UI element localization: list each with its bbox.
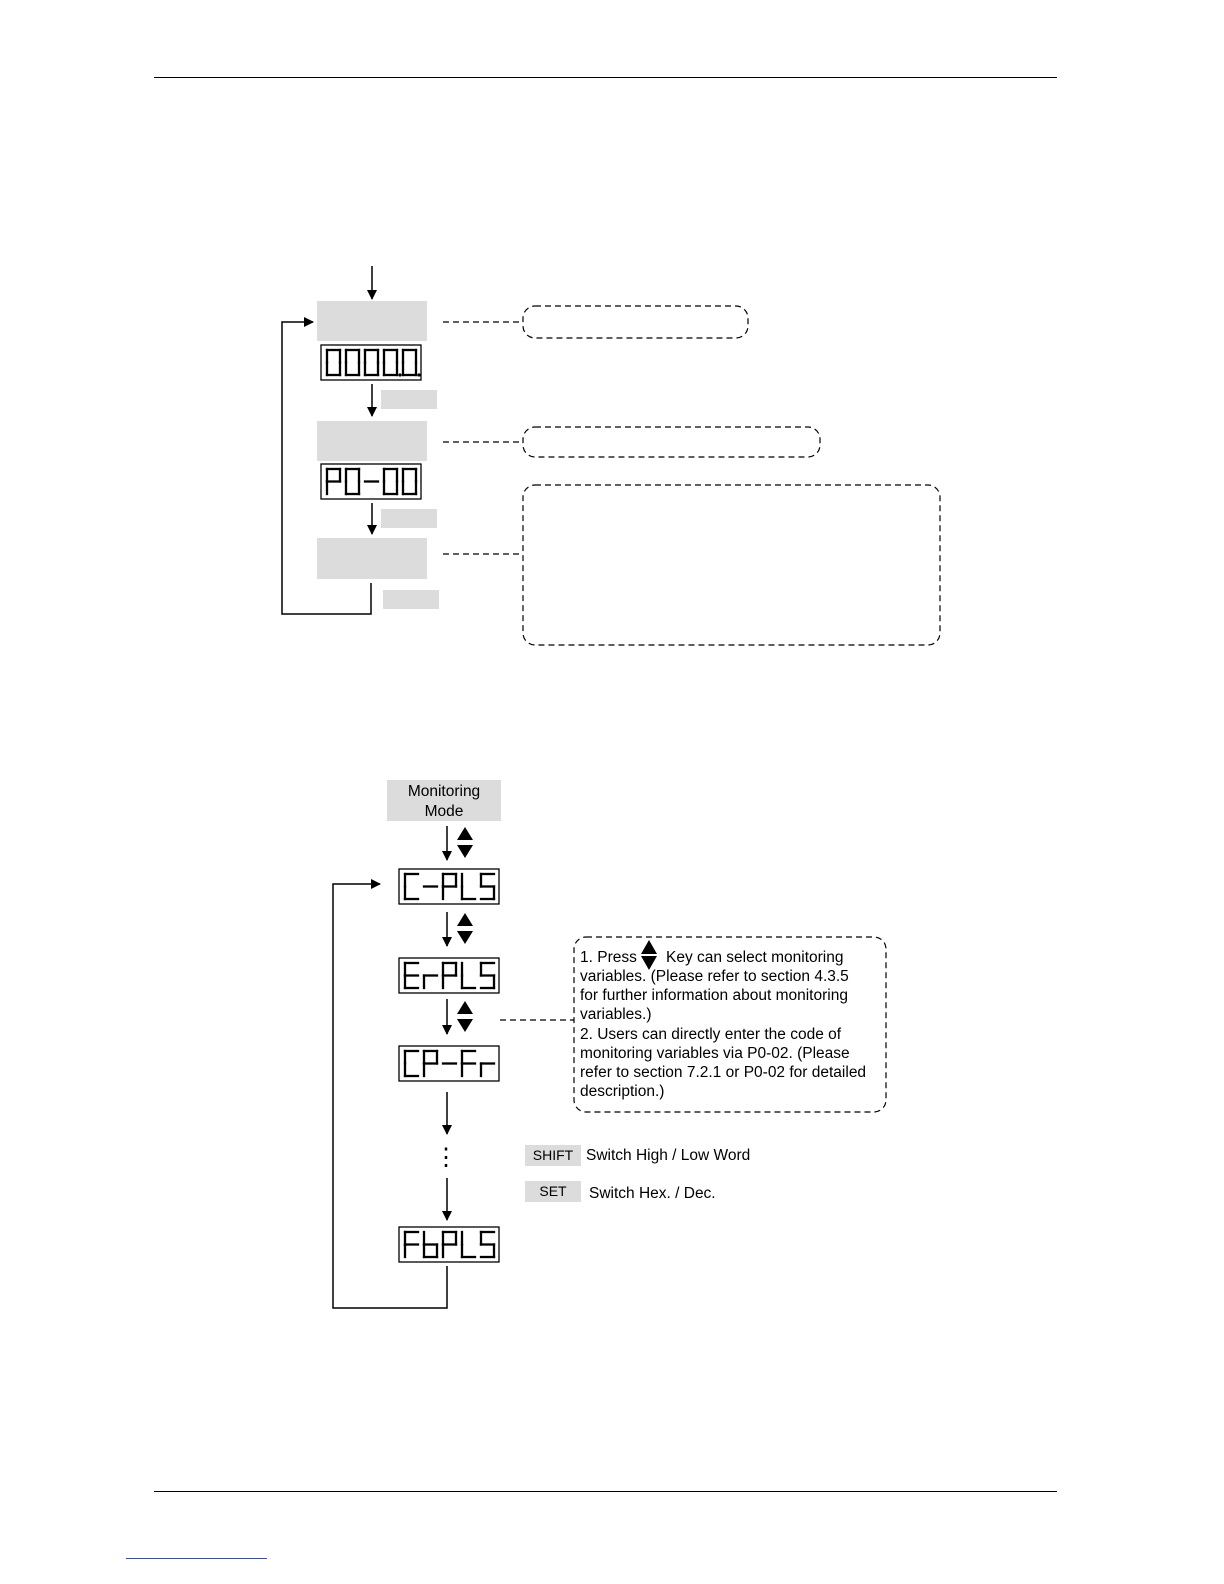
down-key-icon [457,1019,473,1032]
note-box-2 [522,426,821,458]
up-key-icon-note [641,940,657,954]
display-c-pls-digits [403,872,496,901]
decimal-point [398,373,402,377]
up-down-arrow-group-1 [442,826,473,861]
display-erpls-digits [403,961,496,990]
note-box-1 [522,305,749,339]
set-key-box [525,1181,581,1202]
display-cp-fr-digits [403,1049,496,1078]
display-fbpls-digits [403,1230,496,1259]
decimal-point [417,373,421,377]
note-box-monitoring [573,936,887,1113]
monitoring-mode-label-1: Monitoring [408,783,480,800]
display-1-digits [325,348,421,377]
note-line-6: monitoring variables via P0-02. (Please [580,1045,850,1062]
down-key-icon [457,931,473,944]
mode-box-2 [317,421,427,461]
note-line-7: refer to section 7.2.1 or P0-02 for deta… [580,1064,866,1081]
diagram-mode-cycle [281,266,941,646]
key-box-2 [381,509,437,528]
up-key-icon [457,827,473,840]
monitoring-mode-box [387,780,501,821]
shift-key-box [525,1145,581,1166]
note-line-8: description.) [580,1083,664,1100]
loop-back-arrow-1 [281,317,372,615]
monitoring-mode-label-2: Mode [425,803,464,820]
ellipsis-vertical: ⋮ [434,1144,458,1171]
note-line-4: variables.) [580,1006,652,1023]
note-box-3 [522,484,941,646]
down-key-icon [457,845,473,858]
up-key-icon [457,1001,473,1014]
key-box-3 [383,590,439,609]
loop-back-arrow-2 [332,879,448,1309]
note-line-5: 2. Users can directly enter the code of [580,1026,842,1043]
mode-box-3 [317,538,427,579]
header-rule [154,77,1057,78]
note-line-2: variables. (Please refer to section 4.3.… [580,968,849,985]
down-key-icon-note [641,956,657,970]
key-box-1 [381,390,437,409]
set-key-desc: Switch Hex. / Dec. [589,1185,716,1202]
footer-link-underline [126,1558,267,1559]
up-down-arrow-group-2 [442,912,473,947]
shift-key-label: SHIFT [533,1147,574,1163]
set-key-label: SET [539,1183,567,1199]
note-line-1b: Key can select monitoring [666,949,843,966]
footer-rule [154,1491,1057,1492]
shift-key-desc: Switch High / Low Word [586,1147,750,1164]
diagram-monitoring-mode: Monitoring Mode ⋮ [332,780,887,1309]
display-2-digits [325,467,418,496]
mode-box-1 [317,301,427,341]
up-key-icon [457,913,473,926]
note-line-3: for further information about monitoring [580,987,848,1004]
up-down-arrow-group-3 [442,999,473,1035]
note-line-1: 1. Press [580,949,637,966]
